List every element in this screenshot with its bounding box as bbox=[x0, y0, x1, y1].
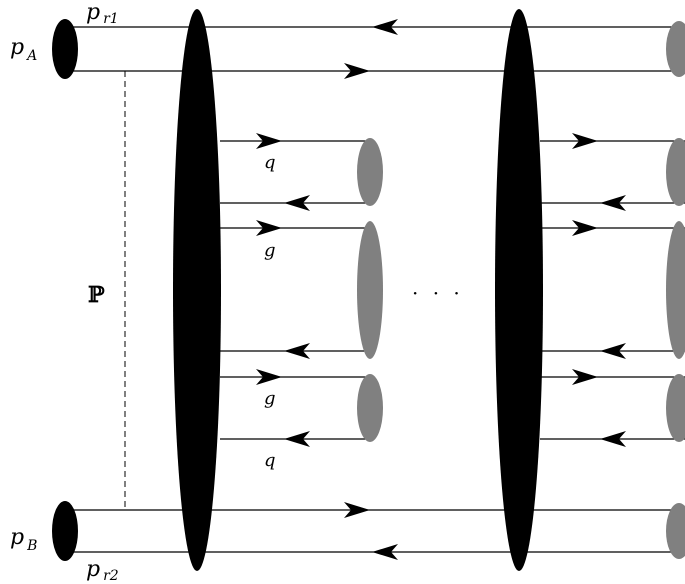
blob-gray-right-g-middle bbox=[666, 221, 685, 359]
arrow-right-icon bbox=[572, 133, 598, 149]
ellipsis: · · · bbox=[412, 281, 464, 305]
arrow-right-icon bbox=[572, 220, 598, 236]
gray-blobs bbox=[357, 21, 685, 559]
arrow-left-icon bbox=[372, 544, 398, 560]
arrow-left-icon bbox=[284, 431, 310, 447]
blob-gray-right-top bbox=[666, 21, 685, 77]
arrow-left-icon bbox=[600, 195, 626, 211]
blob-gray-right-q-bottom bbox=[666, 374, 685, 442]
blob-gray-q-bottom bbox=[357, 374, 383, 442]
black-blobs bbox=[52, 9, 543, 571]
blob-pA bbox=[52, 19, 78, 79]
arrow-right-icon bbox=[572, 369, 598, 385]
arrow-right-icon bbox=[344, 63, 370, 79]
arrowheads bbox=[256, 19, 626, 560]
arrow-right-icon bbox=[256, 220, 282, 236]
arrow-left-icon bbox=[284, 195, 310, 211]
label-g-bottom: g bbox=[264, 388, 276, 409]
label-q-top: q bbox=[264, 152, 276, 173]
arrow-right-icon bbox=[344, 502, 370, 518]
arrow-left-icon bbox=[600, 343, 626, 359]
blob-gray-g-middle bbox=[357, 221, 383, 359]
arrow-right-icon bbox=[256, 369, 282, 385]
arrow-left-icon bbox=[600, 431, 626, 447]
blob-gray-q-top bbox=[357, 138, 383, 206]
blob-vertex-right bbox=[495, 9, 543, 571]
label-q-bottom: q bbox=[264, 450, 276, 471]
label-pomeron: ℙ bbox=[88, 282, 105, 308]
arrow-right-icon bbox=[256, 133, 282, 149]
blob-gray-right-bottom bbox=[666, 503, 685, 559]
blob-pB bbox=[52, 501, 78, 561]
arrow-left-icon bbox=[284, 343, 310, 359]
label-g-top: g bbox=[264, 240, 276, 261]
blob-vertex-left bbox=[173, 9, 221, 571]
arrow-left-icon bbox=[372, 19, 398, 35]
blob-gray-right-q-top bbox=[666, 138, 685, 206]
